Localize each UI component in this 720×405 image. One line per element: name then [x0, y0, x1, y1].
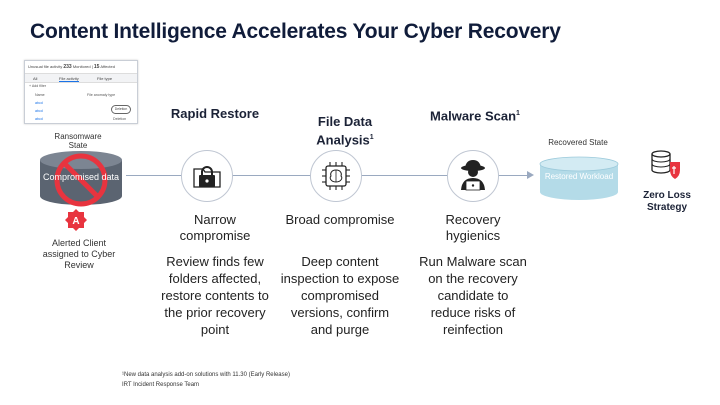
stage-circle-rapid-restore — [181, 150, 233, 202]
file-activity-thumbnail: Unusual file activity 233 Monitored | 15… — [24, 60, 138, 124]
footnote-1: ¹New data analysis add-on solutions with… — [122, 372, 290, 378]
tab-all: All — [33, 76, 38, 81]
stage-title-rapid-restore: Rapid Restore — [170, 106, 260, 121]
page-title: Content Intelligence Accelerates Your Cy… — [30, 20, 561, 43]
stage-subtitle-file-data-analysis: Broad compromise — [285, 212, 395, 227]
tab-file-type: File type — [97, 76, 113, 81]
alert-client-text: Alerted Client assigned to Cyber Review — [42, 238, 116, 270]
alert-badge-icon: A — [65, 209, 87, 231]
tab-file-activity: File activity — [59, 76, 79, 82]
timeline-arrow-icon — [527, 171, 534, 179]
table-row: abcd — [35, 101, 43, 105]
table-row: abcd — [35, 109, 43, 113]
add-filter: + Add filter — [29, 84, 47, 88]
compromised-data-label: Compromised data — [42, 172, 120, 182]
footnote-2: IRT Incident Response Team — [122, 382, 200, 388]
ransomware-state-label: Ransomware State — [54, 132, 102, 150]
zero-loss-strategy: Zero Loss Strategy — [643, 190, 691, 213]
stage-subtitle-malware-scan: Recovery hygienics — [445, 212, 501, 243]
stage-desc-file-data-analysis: Deep content inspection to expose compro… — [280, 254, 400, 337]
brain-chip-icon — [322, 162, 350, 190]
stage-circle-file-data-analysis — [310, 150, 362, 202]
svg-text:A: A — [72, 216, 79, 227]
folder-lock-icon — [193, 166, 221, 188]
thumbnail-header: Unusual file activity 233 Monitored | 15… — [28, 64, 115, 70]
restored-workload-label: Restored Workload — [544, 172, 614, 181]
stage-circle-malware-scan — [447, 150, 499, 202]
database-shield-icon — [651, 150, 680, 179]
table-cell: Deletion — [113, 117, 127, 121]
thumbnail-tabs: All File activity File type — [25, 73, 137, 83]
recovered-state-label: Recovered State — [548, 138, 608, 147]
table-row: abcd — [35, 117, 43, 121]
stage-desc-malware-scan: Run Malware scan on the recovery candida… — [419, 254, 527, 337]
stage-subtitle-rapid-restore: Narrow compromise — [179, 212, 251, 243]
deletion-pill: Deletion — [111, 105, 131, 114]
stage-title-file-data-analysis: File Data Analysis1 — [316, 114, 374, 148]
restored-workload-cylinder — [539, 156, 619, 200]
stage-title-malware-scan: Malware Scan1 — [430, 108, 520, 124]
stage-desc-rapid-restore: Review finds few folders affected, resto… — [161, 254, 269, 337]
col-name: Name — [35, 93, 45, 97]
hacker-icon — [461, 160, 485, 191]
col-anomaly: File anomaly type — [87, 93, 116, 97]
compromised-data-cylinder — [40, 151, 122, 207]
